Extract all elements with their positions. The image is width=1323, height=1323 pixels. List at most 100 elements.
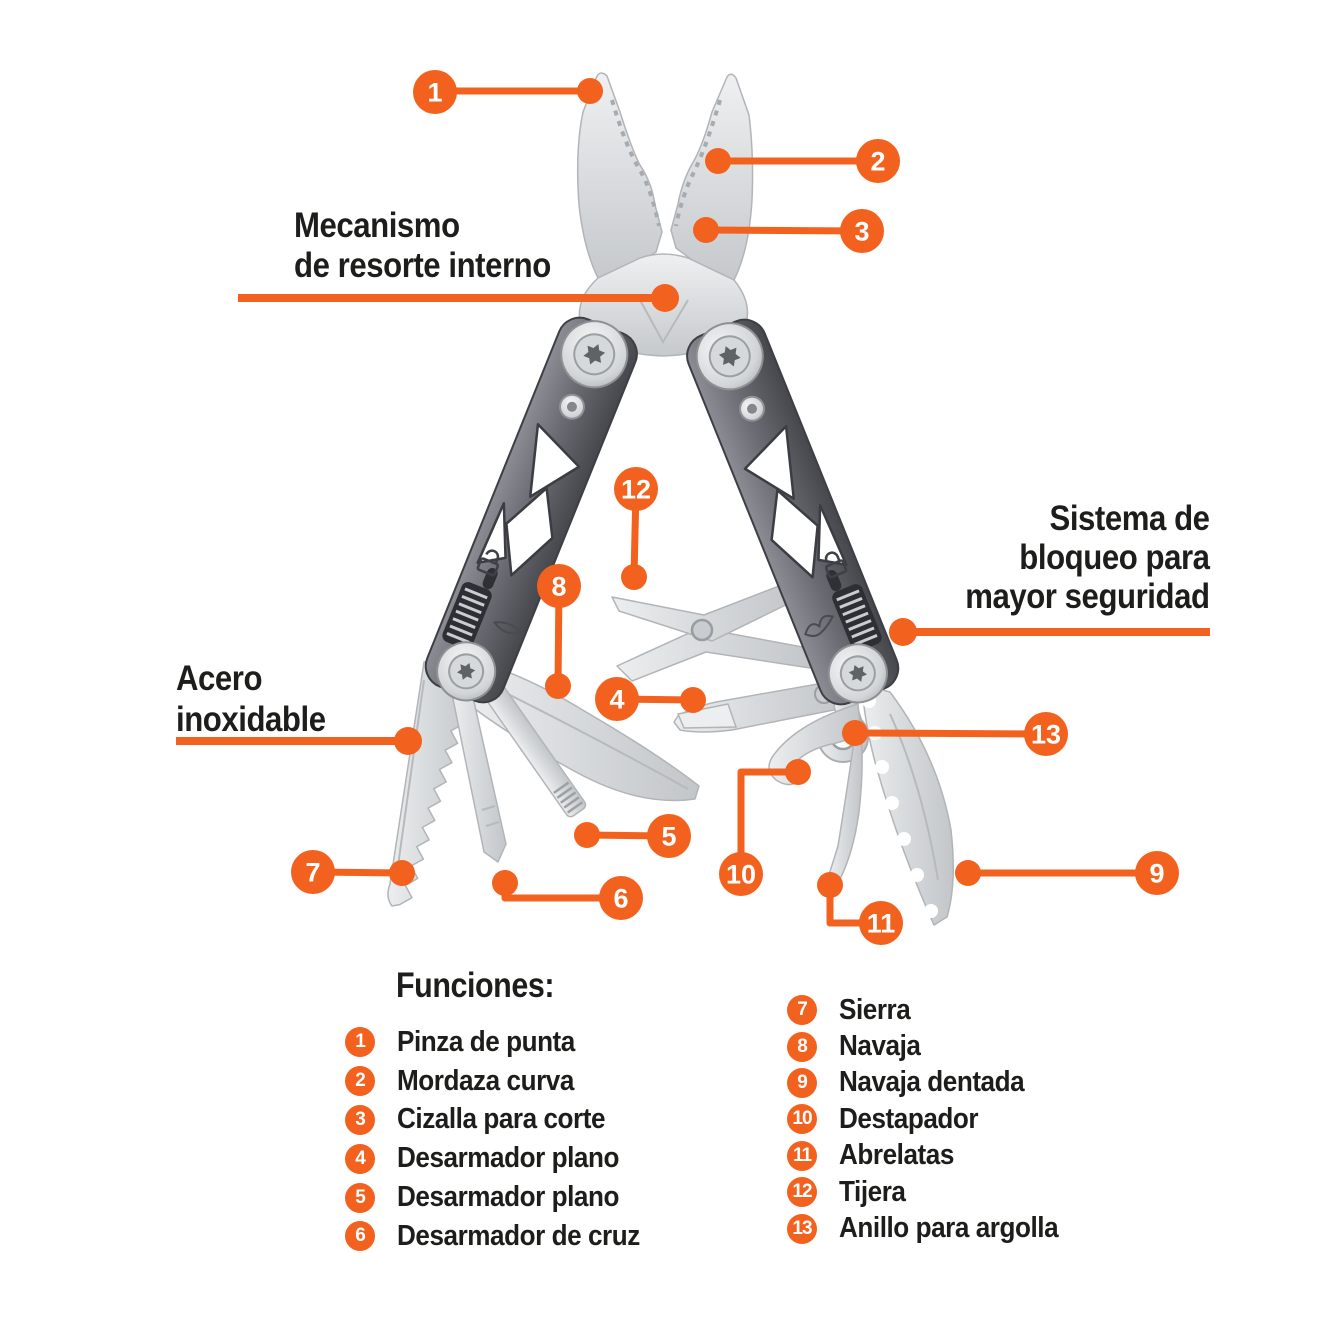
callout-8: 8 [537,564,581,699]
legend-item: 7 Sierra [787,992,1083,1028]
legend-item-label: Desarmador de cruz [397,1219,640,1252]
legend-item-label: Destapador [839,1102,979,1135]
serration-scallops [862,694,938,918]
legend-number-badge: 6 [345,1221,375,1252]
callout-12: 12 [614,467,658,590]
neck-seam [639,299,689,345]
legend-item: 5 Desarmador plano [345,1178,667,1217]
legend-number-badge: 2 [345,1066,375,1097]
label-line: bloqueo para [1019,538,1211,577]
callout-5: 5 [574,814,691,858]
legend-number-badge: 3 [345,1104,375,1135]
legend-item-label: Desarmador plano [397,1181,619,1214]
leader-acero [176,727,422,755]
legend-item-label: Tijera [839,1175,906,1208]
lock-icon [476,549,500,577]
callout-number: 2 [870,147,885,177]
legend-item: 10 Destapador [787,1101,1083,1137]
callout-number: 13 [1031,720,1061,750]
label-sistema: Sistema de bloqueo para mayor seguridad [965,499,1211,616]
screw-right-small [739,395,766,422]
legend-item-label: Navaja dentada [839,1066,1025,1099]
handle-right-cutout-2 [770,488,819,579]
callout-number: 12 [621,475,651,505]
legend-item-label: Navaja [839,1030,921,1063]
callout-2: 2 [705,139,900,183]
legend-number-badge: 13 [787,1213,817,1244]
legend-number-badge: 4 [345,1143,375,1174]
legend-item-label: Sierra [839,993,911,1026]
callout-number: 5 [661,822,676,852]
pivot-screw-right-bottom [827,643,888,704]
callout-7: 7 [291,850,415,894]
label-line: Mecanismo [294,206,460,245]
legend-item: 11 Abrelatas [787,1138,1083,1174]
handle-left-cutout-3 [476,502,507,565]
legend-column-right: 7 Sierra 8 Navaja 9 Navaja dentada 10 De… [787,992,1083,1247]
label-acero: Acero inoxidable [176,658,326,740]
label-mecanismo: Mecanismo de resorte interno [294,206,551,286]
jaw-serration-left [610,99,661,227]
legend-item: 2 Mordaza curva [345,1062,667,1101]
callout-1: 1 [413,70,603,114]
legend-number-badge: 11 [787,1140,817,1171]
lock-slider-right [832,584,882,652]
lock-icon [824,551,848,579]
pivot-screw-right-top [695,322,764,391]
callout-number: 3 [854,217,869,247]
plier-jaw-right [670,73,754,281]
legend-title: Funciones: [396,966,555,1005]
label-line: de resorte interno [294,246,551,285]
label-line: mayor seguridad [965,577,1211,616]
callout-number: 7 [305,858,320,888]
knife-engraving-icon [492,621,523,635]
callout-11: 11 [817,872,903,945]
callout-number: 8 [551,572,566,602]
handle-right [686,318,900,706]
callout-13: 13 [842,712,1068,756]
legend-item: 1 Pinza de punta [345,1023,667,1062]
legend-number-badge: 7 [787,995,817,1026]
callout-number: 4 [609,685,624,715]
callout-6: 6 [492,870,643,920]
handle-right-cutout-3 [817,504,848,567]
callout-number: 10 [726,860,756,890]
legend-number-badge: 9 [787,1067,817,1098]
callout-number: 9 [1149,859,1164,889]
legend-item: 12 Tijera [787,1174,1083,1210]
callout-9: 9 [955,851,1179,895]
legend-item: 4 Desarmador plano [345,1139,667,1178]
handle-left-cutout-2 [505,486,554,577]
legend-item: 9 Navaja dentada [787,1065,1083,1101]
phillips-grooves [481,805,500,827]
legend-item-label: Mordaza curva [397,1064,574,1097]
jaw-serration-right [674,99,722,227]
legend-item-label: Pinza de punta [397,1025,575,1058]
callout-10: 10 [719,759,811,896]
legend-number-badge: 8 [787,1031,817,1062]
lock-slider-left [442,582,492,650]
knife-grind-line [499,689,689,790]
serrated-knife [861,683,954,926]
legend-number-badge: 5 [345,1182,375,1213]
legend-column-left: 1 Pinza de punta 2 Mordaza curva 3 Cizal… [345,1023,667,1256]
callout-number: 11 [867,909,896,939]
handle-left [424,316,638,704]
saw-grind-line [395,679,425,881]
pivot-screw-left-bottom [436,641,497,702]
legend-item-label: Cizalla para corte [397,1103,606,1136]
legend-item: 3 Cizalla para corte [345,1101,667,1140]
legend-item: 8 Navaja [787,1028,1083,1064]
callout-number: 1 [427,78,442,108]
legend-item-label: Abrelatas [839,1139,954,1172]
callout-3: 3 [693,209,884,253]
brand-bird-icon [804,614,835,637]
fold-out-tools [387,580,954,926]
handle-left-cutout-1 [529,423,581,498]
legend-number-badge: 1 [345,1027,375,1058]
legend-item: 6 Desarmador de cruz [345,1217,667,1256]
screw-left-small [558,393,585,420]
label-line: Acero [176,659,263,698]
